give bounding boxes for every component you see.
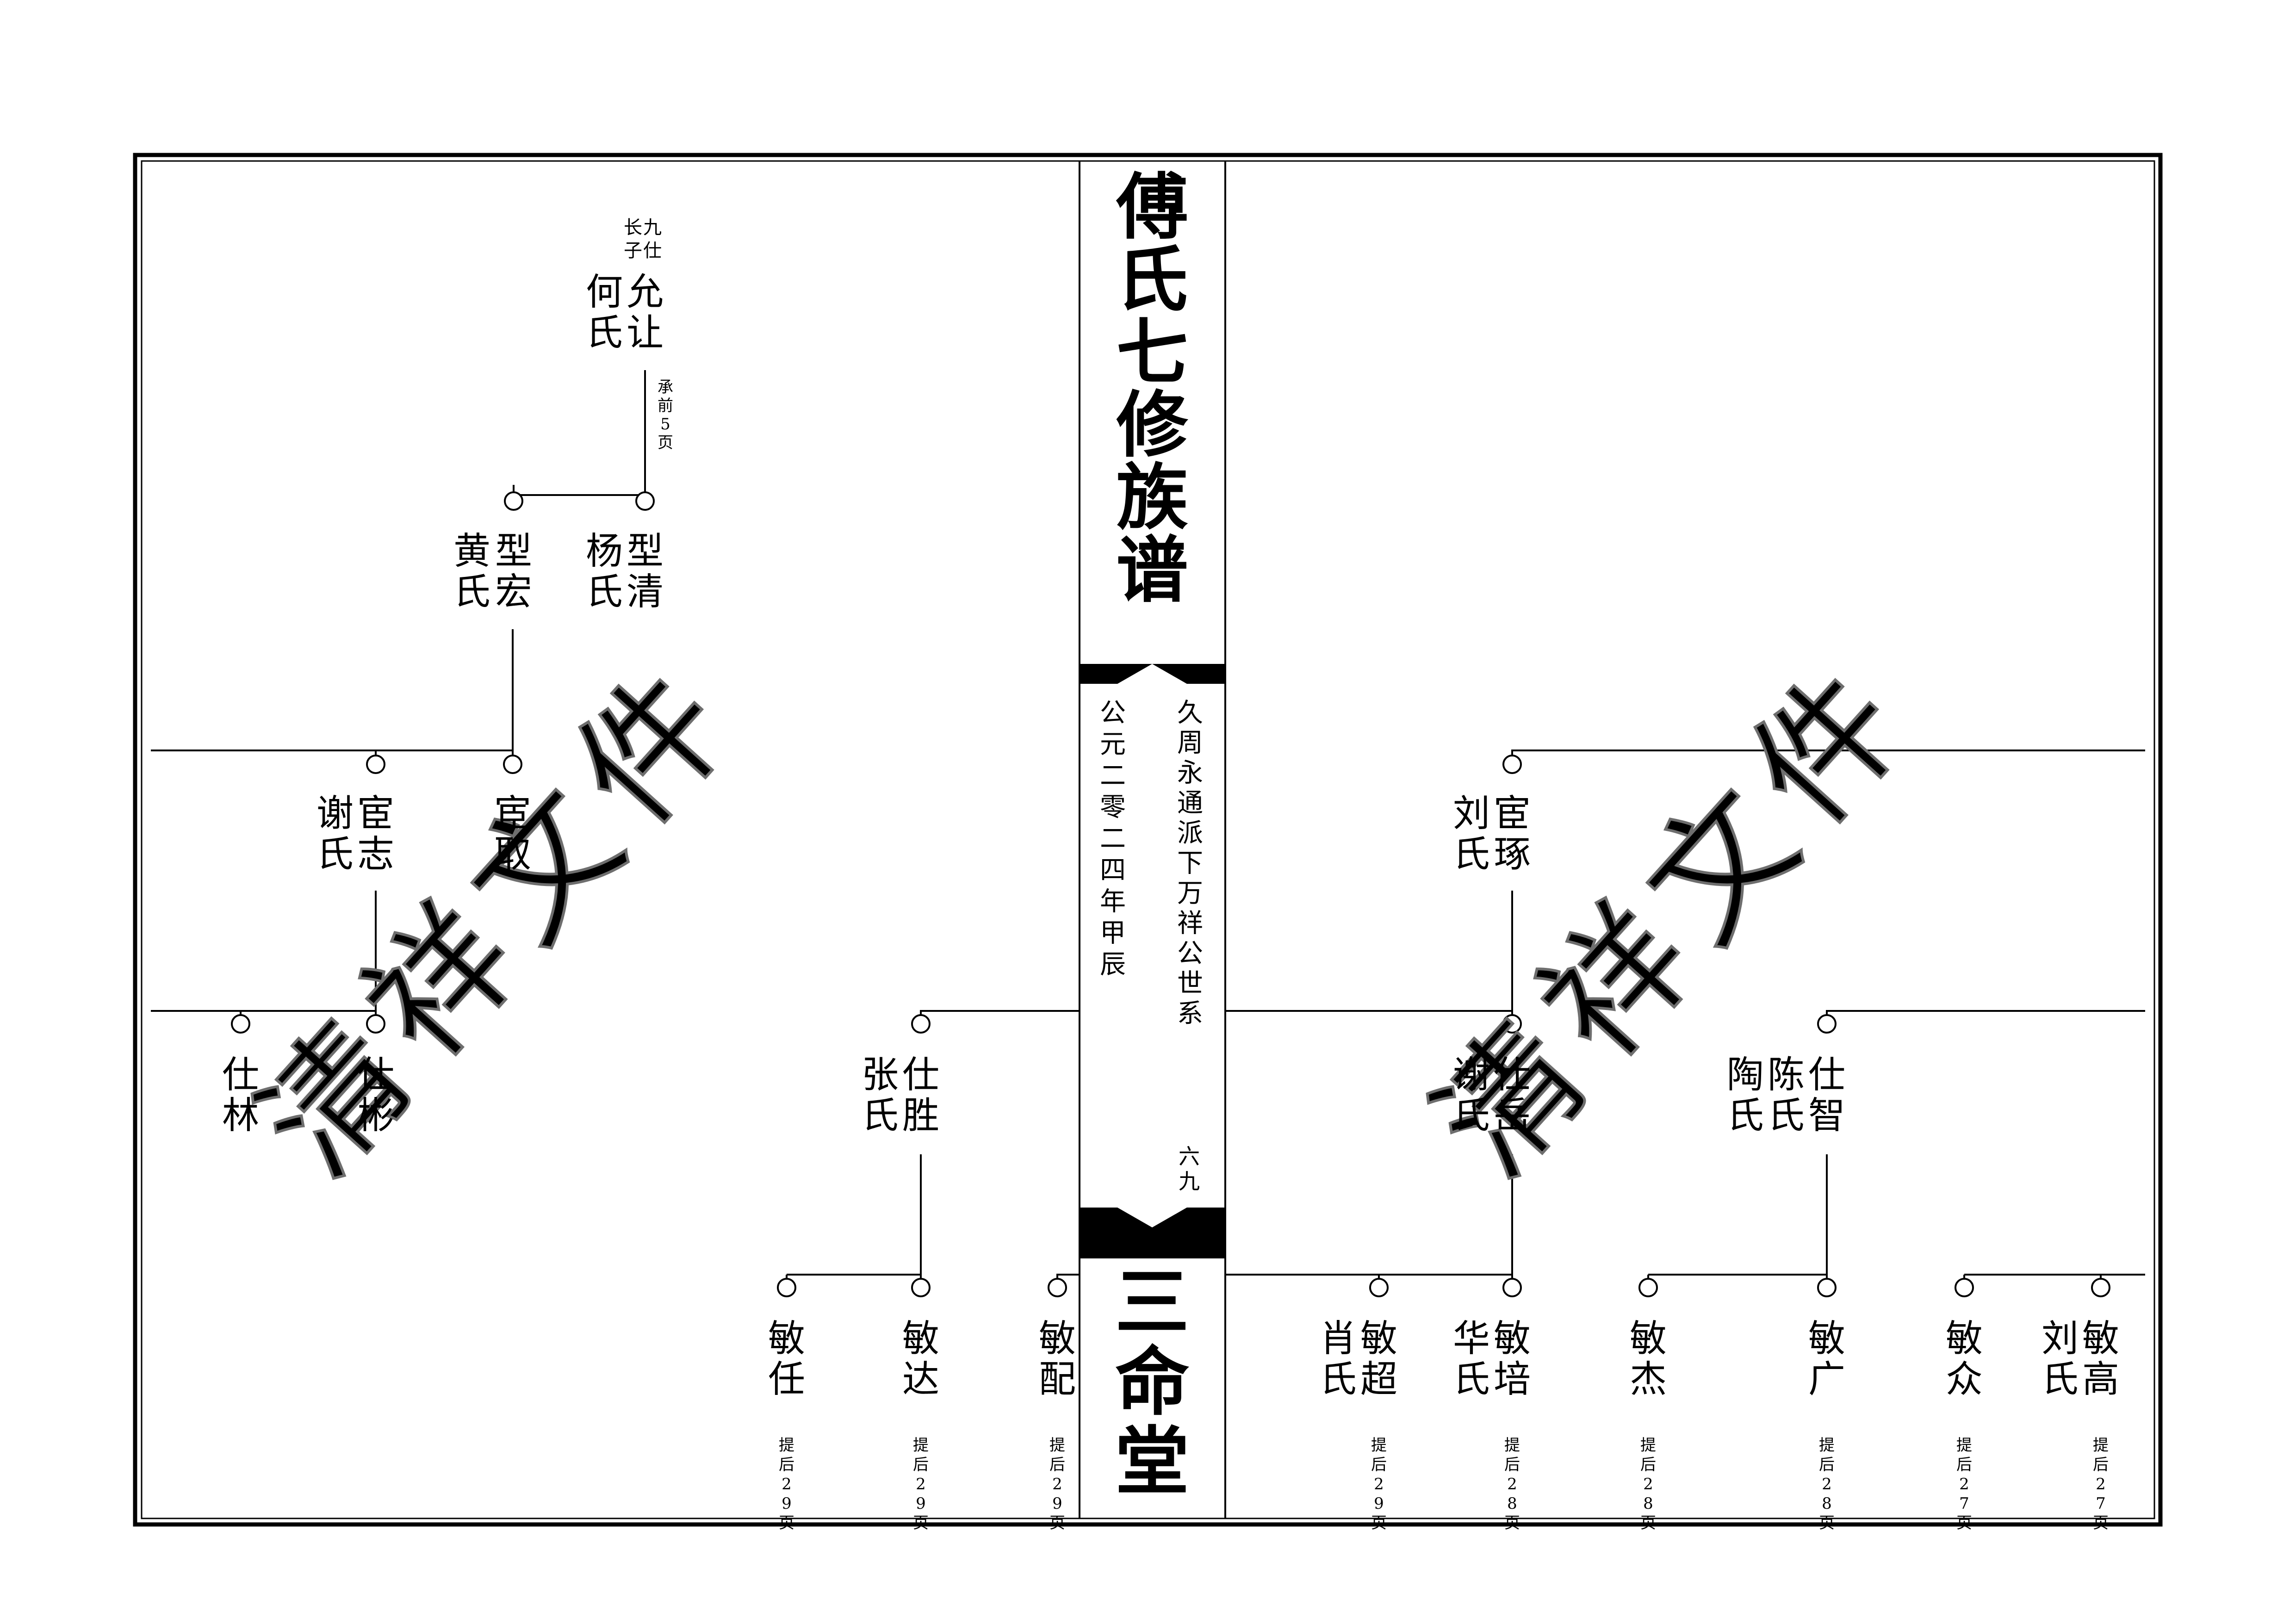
- node-minjie: [1638, 1278, 1658, 1297]
- person-huanzhi: 宦志: [357, 792, 394, 875]
- line-mingao: [1963, 1274, 2145, 1282]
- node-shizhi: [1817, 1014, 1837, 1034]
- spouse-huanzhi: 谢氏: [316, 792, 354, 875]
- node-minchao: [1369, 1278, 1389, 1297]
- line-huanzhi: [151, 891, 377, 1018]
- book-title: 傅氏七修族谱: [1116, 164, 1189, 612]
- note-yunrang: 长子: [624, 217, 642, 261]
- person-minda: 敏达: [902, 1317, 939, 1400]
- line-shisheng-connect: [920, 1010, 1080, 1018]
- node-shiyue: [1502, 1014, 1522, 1034]
- person-xingqing: 型清: [627, 529, 664, 613]
- line-shizhi: [1647, 1154, 1828, 1282]
- hall-name: 三命堂: [1115, 1259, 1189, 1505]
- inner-frame: [141, 160, 2155, 1519]
- person-minpei2: 敏培: [1494, 1317, 1531, 1400]
- node-minpei2: [1502, 1278, 1522, 1297]
- person-shibin: 仕彬: [357, 1053, 394, 1137]
- page-number: 六九: [1179, 1144, 1200, 1194]
- spouse-xingqing: 杨氏: [586, 529, 623, 613]
- line-shisheng: [786, 1154, 922, 1282]
- spouse-shizhi: 陈氏: [1768, 1053, 1805, 1137]
- person-shizhi: 仕智: [1808, 1053, 1845, 1137]
- spouse-minchao: 肖氏: [1320, 1317, 1357, 1400]
- person-huanzhuo: 宦琢: [1494, 792, 1531, 875]
- spouse-xinghong: 黄氏: [453, 529, 490, 613]
- outer-frame: [133, 153, 2163, 1527]
- watermark-left: 清祥文件: [228, 628, 772, 1207]
- line-xinghong: [151, 629, 514, 759]
- person-xinghong: 型宏: [495, 529, 532, 613]
- person-minjie: 敏杰: [1630, 1317, 1667, 1400]
- spouse-huanzhuo: 刘氏: [1453, 792, 1490, 875]
- person-shisheng: 仕胜: [902, 1053, 939, 1137]
- node-minpei: [1048, 1278, 1067, 1297]
- line-shiyue: [1225, 1154, 1513, 1282]
- node-shisheng: [911, 1014, 931, 1034]
- person-shiyue: 仕岳: [1494, 1053, 1531, 1137]
- line-huanzhuo: [1225, 891, 1513, 1018]
- node-xingqing: [635, 491, 655, 511]
- person-minguang: 敏广: [1808, 1317, 1845, 1400]
- node-minzhong: [1955, 1278, 1974, 1297]
- spouse-yunrang: 何氏: [586, 270, 623, 354]
- node-shibin: [366, 1014, 385, 1034]
- node-huanzhi: [366, 755, 385, 774]
- person-minpei: 敏配: [1039, 1317, 1076, 1400]
- spouse-minpei2: 华氏: [1453, 1317, 1490, 1400]
- node-mingao: [2091, 1278, 2110, 1297]
- person-huanqu: 宦取: [494, 792, 531, 875]
- line-shizhi-connect: [1826, 1010, 2145, 1018]
- node-huanqu: [503, 755, 522, 774]
- spine-lower-ornament: [1080, 1208, 1225, 1258]
- person-minzhong: 敏众: [1946, 1317, 1983, 1400]
- person-minren: 敏任: [768, 1317, 805, 1400]
- node-minren: [777, 1278, 796, 1297]
- spouse-shisheng: 张氏: [862, 1053, 899, 1137]
- branch-line: 久周永通派下万祥公世系: [1177, 698, 1203, 1028]
- person-minchao: 敏超: [1360, 1317, 1397, 1400]
- watermark-text: 清祥文件: [230, 630, 770, 1205]
- node-minguang: [1817, 1278, 1837, 1297]
- person-mingao: 敏高: [2082, 1317, 2119, 1400]
- node-shilin: [231, 1014, 250, 1034]
- spouse-shiyue: 谢氏: [1453, 1053, 1490, 1137]
- person-shilin: 仕林: [222, 1053, 259, 1137]
- node-xinghong: [504, 491, 523, 511]
- line-yunrang: [513, 370, 646, 496]
- spouse-shizhi: 陶氏: [1727, 1053, 1764, 1137]
- note-yunrang: 九仕: [643, 217, 662, 261]
- person-yunrang: 允让: [627, 270, 664, 354]
- compiled-date: 公元二零二四年甲辰: [1100, 698, 1126, 979]
- node-huanzhuo: [1502, 755, 1522, 774]
- node-minda: [911, 1278, 931, 1297]
- spouse-mingao: 刘氏: [2042, 1317, 2079, 1400]
- node-circles: [231, 491, 2110, 1297]
- spine-upper-ornament: [1080, 664, 1225, 684]
